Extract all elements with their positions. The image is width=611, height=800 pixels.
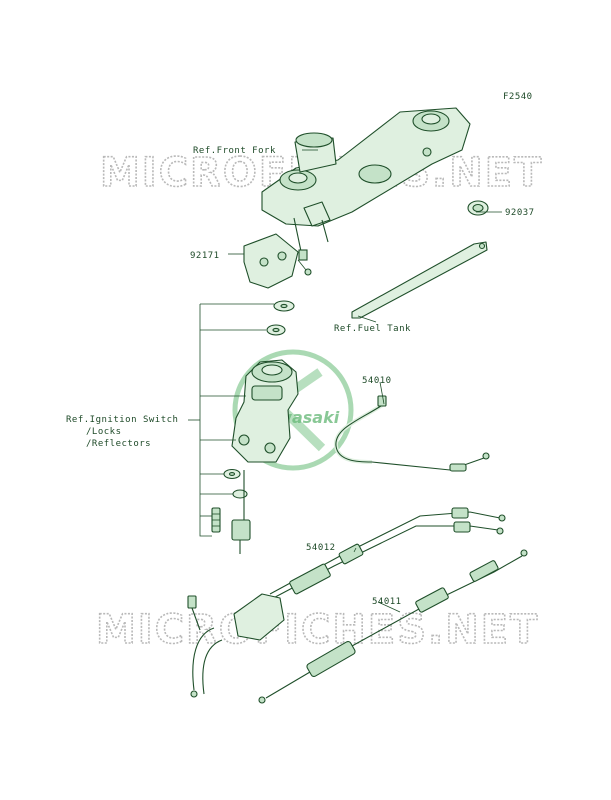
watermark-bottom: MICROFICHES.NET — [96, 607, 539, 653]
clamp-bolts[interactable] — [293, 217, 329, 261]
label-fuel-tank: Ref.Fuel Tank — [334, 324, 411, 334]
ignition-washer-2[interactable] — [266, 324, 286, 336]
label-locks: /Locks — [86, 427, 122, 437]
ignition-connector[interactable] — [231, 470, 251, 554]
part-92037-ring[interactable] — [467, 200, 489, 216]
label-ignition-switch: Ref.Ignition Switch — [66, 415, 178, 425]
label-92171: 92171 — [190, 251, 220, 261]
label-54012: 54012 — [306, 543, 336, 553]
figure-code: F2540 — [503, 92, 533, 102]
ignition-switch-body[interactable] — [231, 359, 299, 463]
upper-triple-clamp[interactable] — [261, 107, 471, 227]
leader-lines — [188, 149, 502, 613]
ignition-lower-washer-2[interactable] — [232, 489, 248, 499]
label-reflectors: /Reflectors — [86, 439, 151, 449]
part-92171-bracket[interactable] — [243, 233, 312, 289]
cable-54011[interactable] — [258, 549, 528, 704]
cable-54012[interactable] — [261, 507, 506, 605]
label-54011: 54011 — [372, 597, 402, 607]
fuel-tank-strap[interactable] — [351, 241, 488, 319]
label-54010: 54010 — [362, 376, 392, 386]
ignition-bolt[interactable] — [211, 507, 221, 533]
ignition-washer-1[interactable] — [273, 300, 295, 312]
ignition-lower-washer[interactable] — [223, 468, 241, 480]
cable-54010[interactable] — [333, 395, 490, 472]
label-92037: 92037 — [505, 208, 535, 218]
label-front-fork: Ref.Front Fork — [193, 146, 276, 156]
throttle-housing[interactable] — [187, 593, 285, 698]
